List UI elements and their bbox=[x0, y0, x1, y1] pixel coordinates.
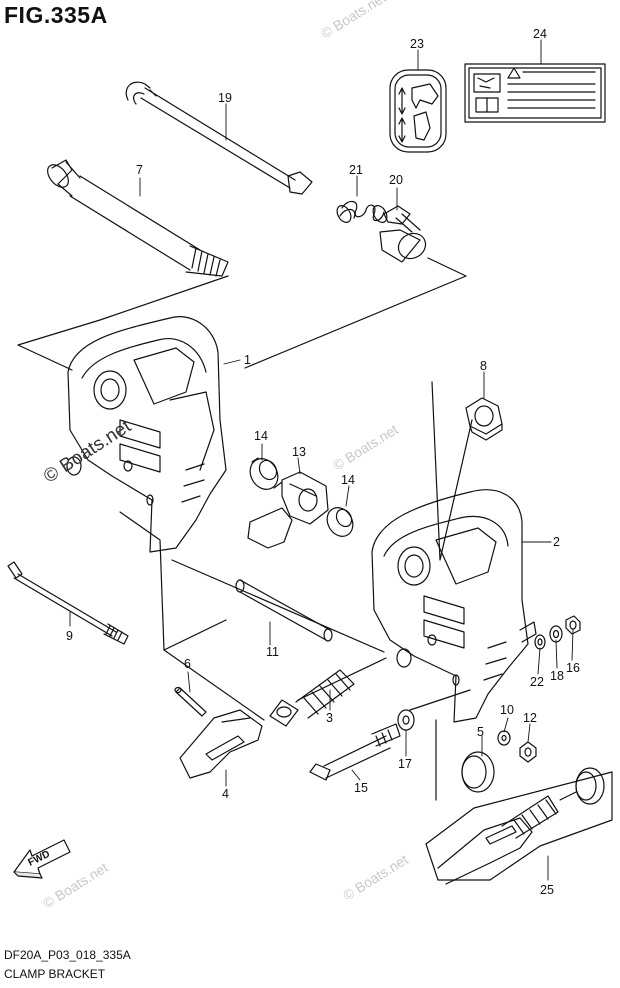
part-17-washer-large[interactable] bbox=[397, 709, 415, 731]
callout-12[interactable]: 12 bbox=[523, 711, 537, 725]
callout-9[interactable]: 9 bbox=[66, 629, 73, 643]
part-8-nut[interactable] bbox=[465, 397, 503, 441]
arrow-fwd-icon bbox=[13, 839, 71, 875]
part-21-spring[interactable] bbox=[334, 200, 389, 224]
callout-5[interactable]: 5 bbox=[477, 725, 484, 739]
part-6-pin[interactable] bbox=[174, 686, 207, 717]
figure-title: FIG.335A bbox=[4, 2, 108, 28]
fwd-direction-marker: FWD bbox=[13, 839, 71, 879]
part-3-clamp-screw-left[interactable] bbox=[269, 669, 355, 727]
drawing-code: DF20A_P03_018_335A bbox=[4, 948, 131, 962]
part-15-clamp-bolt[interactable] bbox=[309, 723, 401, 781]
part-19-tilt-lever-rod[interactable] bbox=[125, 81, 313, 195]
callout-22[interactable]: 22 bbox=[530, 675, 544, 689]
section-name: CLAMP BRACKET bbox=[4, 967, 106, 981]
callout-8[interactable]: 8 bbox=[480, 359, 487, 373]
callout-11[interactable]: 11 bbox=[266, 645, 279, 659]
callout-labels: 1 2 3 4 5 6 7 8 9 10 11 12 13 14 14 15 1… bbox=[66, 27, 580, 897]
callout-7[interactable]: 7 bbox=[136, 163, 143, 177]
part-12-nut-small[interactable] bbox=[519, 741, 537, 763]
callout-16[interactable]: 16 bbox=[566, 661, 580, 675]
callout-18[interactable]: 18 bbox=[550, 669, 564, 683]
part-24-instruction-label[interactable] bbox=[464, 63, 606, 123]
part-4-clamp-handle-left[interactable] bbox=[179, 709, 263, 779]
part-7-swivel-bolt[interactable] bbox=[44, 159, 229, 277]
part-25-clamp-screw-assembly[interactable] bbox=[425, 767, 613, 885]
callout-17[interactable]: 17 bbox=[398, 757, 412, 771]
callout-19[interactable]: 19 bbox=[218, 91, 232, 105]
callout-20[interactable]: 20 bbox=[389, 173, 403, 187]
callout-21[interactable]: 21 bbox=[349, 163, 363, 177]
part-2-clamp-bracket-right[interactable] bbox=[371, 489, 537, 723]
callout-3[interactable]: 3 bbox=[326, 711, 333, 725]
part-22-washer-flat[interactable] bbox=[534, 634, 546, 650]
callout-10[interactable]: 10 bbox=[500, 703, 514, 717]
callout-2[interactable]: 2 bbox=[553, 535, 560, 549]
callout-14-lower[interactable]: 14 bbox=[341, 473, 355, 487]
callout-4[interactable]: 4 bbox=[222, 787, 229, 801]
callout-leaders bbox=[69, 39, 574, 881]
callout-6[interactable]: 6 bbox=[184, 657, 191, 671]
callout-13[interactable]: 13 bbox=[292, 445, 306, 459]
part-20-knob[interactable] bbox=[379, 205, 430, 263]
part-14-bushing-lower[interactable] bbox=[322, 503, 358, 541]
leader-connector-rod bbox=[17, 257, 467, 371]
callout-24[interactable]: 24 bbox=[533, 27, 547, 41]
part-16-nut-right[interactable] bbox=[565, 615, 581, 635]
part-23-caution-label[interactable] bbox=[389, 69, 447, 153]
part-13-tilt-lock-plate[interactable] bbox=[247, 471, 329, 549]
part-9-through-bolt[interactable] bbox=[7, 561, 129, 645]
part-14-bushing-upper[interactable] bbox=[245, 454, 284, 495]
leader-nut-8 bbox=[431, 381, 473, 561]
part-1-clamp-bracket-left[interactable] bbox=[66, 316, 227, 553]
leader-bolt-9 bbox=[119, 511, 227, 651]
part-5-clamp-pad[interactable] bbox=[461, 751, 495, 793]
callout-25[interactable]: 25 bbox=[540, 883, 554, 897]
leader-spacer-11 bbox=[171, 559, 385, 653]
leader-pad-5 bbox=[409, 689, 471, 801]
part-11-spacer-tube[interactable] bbox=[235, 579, 333, 642]
part-10-washer[interactable] bbox=[497, 730, 511, 746]
callout-15[interactable]: 15 bbox=[354, 781, 368, 795]
callout-14-upper[interactable]: 14 bbox=[254, 429, 268, 443]
callout-1[interactable]: 1 bbox=[244, 353, 251, 367]
callout-23[interactable]: 23 bbox=[410, 37, 424, 51]
leader-screw-3 bbox=[163, 649, 387, 721]
